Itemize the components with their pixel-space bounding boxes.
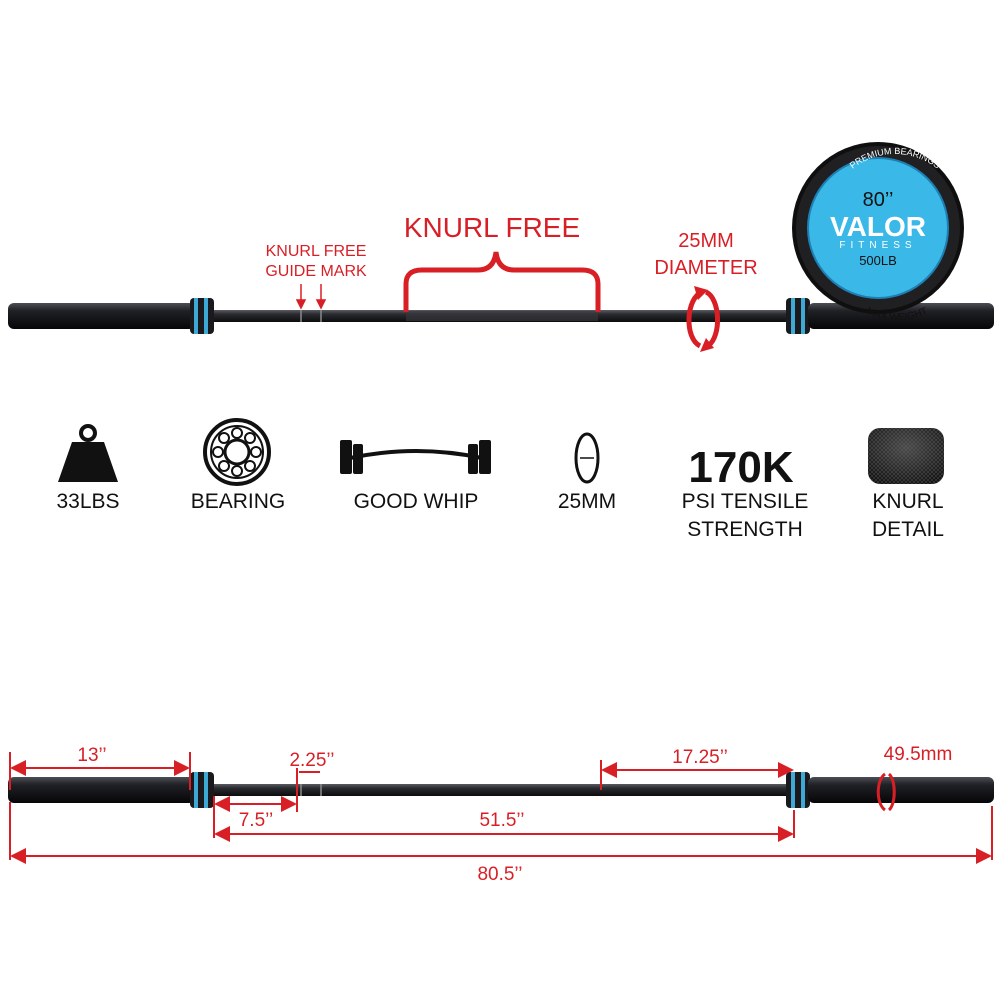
barbell-bottom bbox=[8, 772, 994, 808]
diameter-icon bbox=[574, 432, 600, 484]
diameter-label-2: DIAMETER bbox=[654, 257, 757, 279]
cap-weight: 500LB bbox=[859, 253, 897, 268]
guide-mark-label-2: GUIDE MARK bbox=[265, 263, 367, 280]
whip-icon bbox=[340, 440, 491, 474]
feature-label-4: 25MM bbox=[558, 490, 616, 513]
end-cap-logo: PREMIUM BEARINGS 80’’ VALOR FITNESS 500L… bbox=[792, 142, 964, 323]
feature-label-2: BEARING bbox=[191, 490, 286, 513]
feature-label-5a: PSI TENSILE bbox=[682, 490, 809, 513]
right-collar bbox=[786, 298, 810, 334]
feature-label-5b: STRENGTH bbox=[687, 518, 803, 541]
feature-label-6a: KNURL bbox=[872, 490, 943, 513]
knurl-icon bbox=[868, 428, 944, 484]
rotation-arrow-icon bbox=[686, 286, 721, 352]
dim-inner: 51.5’’ bbox=[479, 810, 524, 831]
barbell-top bbox=[8, 298, 994, 334]
knurl-free-zone bbox=[406, 311, 598, 321]
sleeve-rotation-icon bbox=[876, 772, 896, 812]
left-sleeve bbox=[8, 303, 195, 329]
bearing-icon bbox=[203, 418, 271, 486]
feature-label-1: 33LBS bbox=[56, 490, 119, 513]
tensile-value: 170K bbox=[688, 443, 793, 492]
knurl-free-label: KNURL FREE bbox=[404, 212, 580, 243]
dim-center: 17.25’’ bbox=[672, 747, 728, 768]
dim-guide: 2.25’’ bbox=[289, 750, 334, 771]
guide-mark-label-1: KNURL FREE bbox=[266, 243, 367, 260]
dim-sleeve-dia: 49.5mm bbox=[884, 744, 953, 765]
feature-label-6b: DETAIL bbox=[872, 518, 944, 541]
guide-mark-arrows bbox=[295, 284, 327, 310]
left-collar bbox=[190, 298, 214, 334]
dim-sleeve: 13’’ bbox=[77, 745, 106, 766]
cap-length: 80’’ bbox=[863, 189, 894, 211]
diameter-label-1: 25MM bbox=[678, 230, 734, 252]
cap-brand-sub: FITNESS bbox=[839, 240, 916, 251]
dim-collar-to-mark: 7.5’’ bbox=[239, 810, 274, 831]
dimension-lines bbox=[9, 752, 993, 864]
weight-icon bbox=[58, 424, 118, 482]
knurl-free-brace bbox=[403, 251, 601, 312]
feature-label-3: GOOD WHIP bbox=[354, 490, 479, 513]
cap-brand: VALOR bbox=[830, 211, 926, 242]
dim-total: 80.5’’ bbox=[477, 864, 522, 885]
